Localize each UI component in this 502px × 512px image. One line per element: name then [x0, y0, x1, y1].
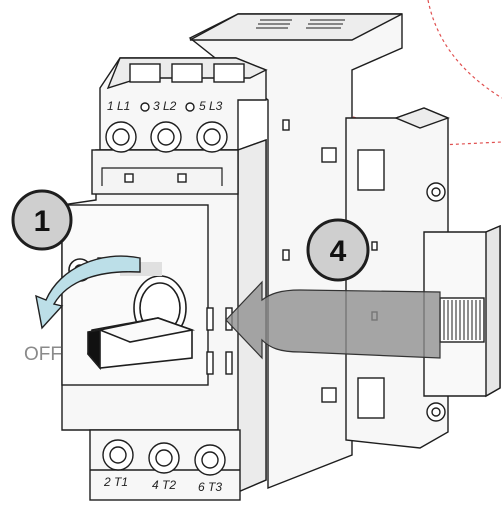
- step-callout-4: [306, 218, 370, 282]
- rotary-handle: [68, 258, 196, 371]
- auxiliary-contact-block: [321, 107, 501, 449]
- top-terminal-screws: [105, 102, 228, 153]
- rotate-to-off-arrow: [35, 255, 141, 330]
- terminal-label-5-l3: 5 L3: [199, 99, 223, 113]
- terminal-label-6-t3: 6 T3: [198, 480, 222, 494]
- terminal-label-3-l2: 3 L2: [153, 99, 177, 113]
- step-callout-1: [11, 189, 73, 251]
- step-number-1: 1: [34, 205, 51, 238]
- bottom-terminal-screws: [102, 439, 226, 476]
- terminal-label-4-t2: 4 T2: [152, 478, 176, 492]
- mounting-direction-arrow: [225, 280, 441, 360]
- off-label: OFF: [24, 344, 62, 365]
- terminal-label-2-t1: 2 T1: [103, 475, 128, 489]
- rear-vents: [256, 19, 345, 29]
- step-number-4: 4: [330, 235, 347, 268]
- terminal-label-1-l1: 1 L1: [107, 99, 130, 113]
